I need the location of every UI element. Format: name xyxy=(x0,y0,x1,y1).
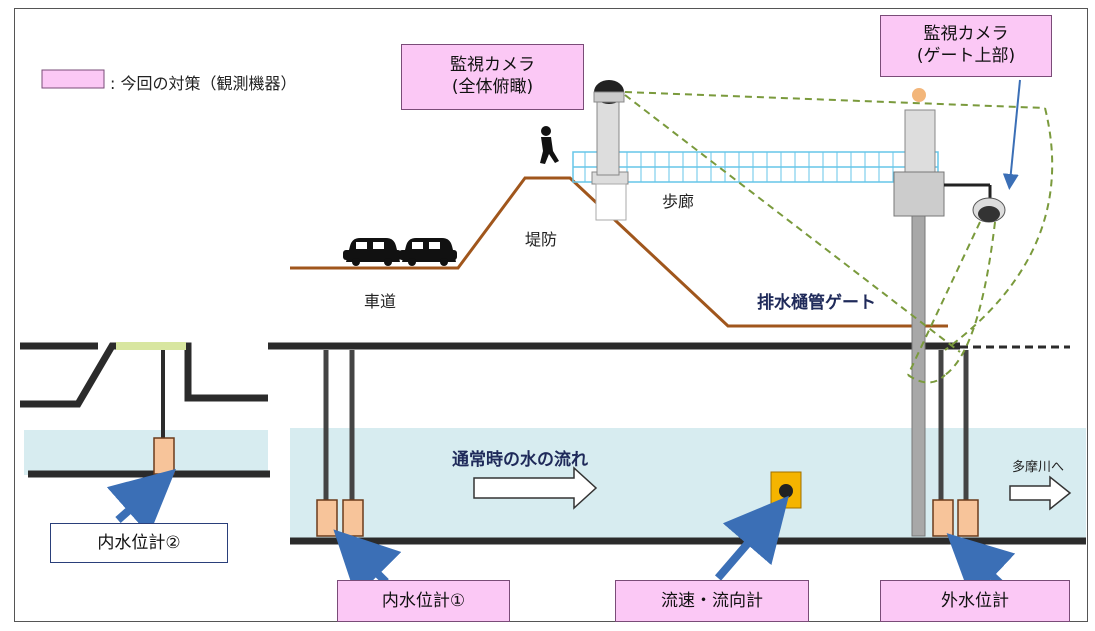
gate-camera-line1: 監視カメラ xyxy=(923,24,1009,44)
inner2-label: 内水位計② xyxy=(50,523,228,563)
to-river-label: 多摩川へ xyxy=(1012,460,1065,475)
gate-camera-line2: (ゲート上部) xyxy=(916,46,1016,66)
camera-pole-left xyxy=(596,99,620,176)
levee-label: 堤防 xyxy=(525,230,558,249)
inner1-sensor-b xyxy=(342,499,364,537)
outer-sensor-a xyxy=(932,499,954,537)
gate-shaft xyxy=(911,215,926,537)
overall-camera-label: 監視カメラ (全体俯瞰) xyxy=(401,44,584,110)
overall-camera-line2: (全体俯瞰) xyxy=(451,77,534,97)
gate-camera-icon xyxy=(972,197,1006,223)
outer-label: 外水位計 xyxy=(880,580,1070,622)
flow-arrow-icon xyxy=(473,466,598,510)
outer-sensor-b xyxy=(957,499,979,537)
levee-outline xyxy=(290,176,948,328)
flow-label: 通常時の水の流れ xyxy=(452,450,588,470)
walkway-support xyxy=(595,183,627,221)
gate-lamp xyxy=(912,88,926,102)
legend-swatch xyxy=(41,69,105,89)
diagram-frame xyxy=(14,8,1088,622)
car-icon xyxy=(343,238,401,266)
gate-camera-pointer xyxy=(1002,79,1021,190)
gate-housing xyxy=(893,171,945,217)
current-meter-dot xyxy=(779,484,793,498)
water-left xyxy=(24,430,268,475)
gate-camera-label: 監視カメラ (ゲート上部) xyxy=(880,15,1052,77)
outer-poles xyxy=(938,350,969,500)
inner1-sensor-a xyxy=(316,499,338,537)
manhole-cover xyxy=(116,342,186,350)
road-label: 車道 xyxy=(364,292,397,311)
inner2-sensor xyxy=(153,437,175,475)
inner1-label: 内水位計① xyxy=(337,580,510,622)
current-meter-label: 流速・流向計 xyxy=(615,580,809,622)
walkway-railing xyxy=(572,151,939,183)
overall-camera-line1: 監視カメラ xyxy=(450,55,535,75)
walkway-label: 歩廊 xyxy=(662,192,695,211)
gate-label: 排水樋管ゲート xyxy=(757,293,876,313)
camera-view-lines xyxy=(624,91,1054,384)
sensors xyxy=(153,437,979,537)
car-icon-2 xyxy=(399,238,457,266)
person-icon xyxy=(540,126,559,164)
legend-text: : 今回の対策（観測機器） xyxy=(110,74,297,93)
gate-tower xyxy=(904,109,936,176)
inner1-poles xyxy=(323,350,355,500)
to-river-arrow-icon xyxy=(1009,475,1072,511)
